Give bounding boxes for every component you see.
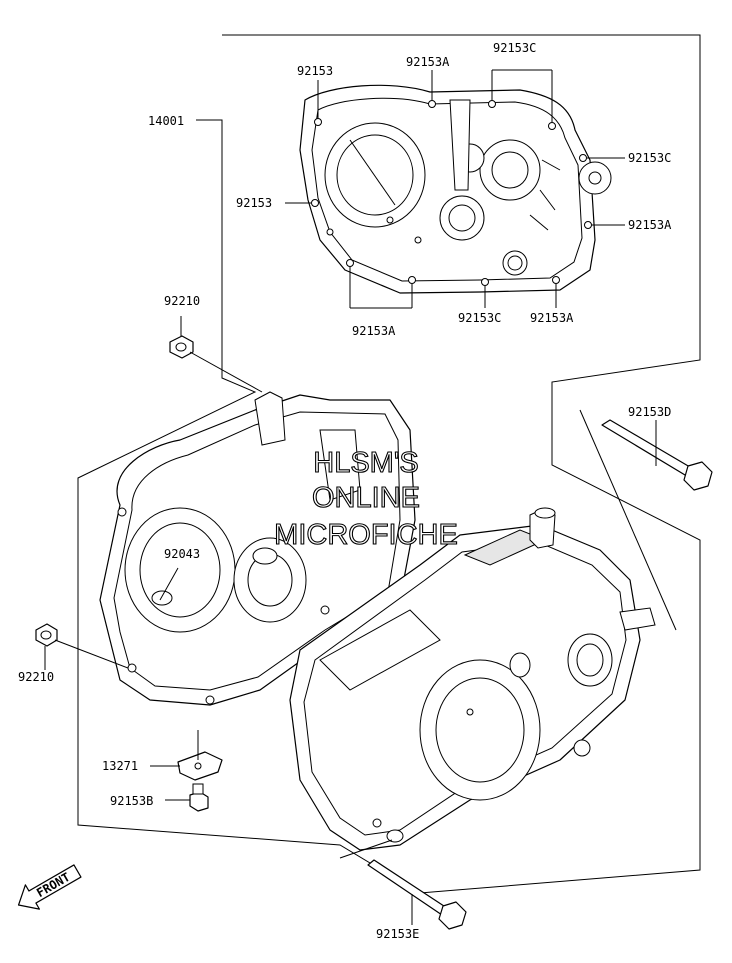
front-arrow-icon <box>17 864 82 910</box>
bolt-92153b <box>189 791 209 812</box>
front-arrow: FRONT <box>17 864 82 910</box>
label-92153-top: 92153 <box>297 64 333 78</box>
label-13271: 13271 <box>102 759 138 773</box>
label-92153c-bottom: 92153C <box>458 311 501 325</box>
upper-leaders <box>285 69 625 309</box>
label-92210-upper: 92210 <box>164 294 200 308</box>
label-92153a-bottom-right: 92153A <box>530 311 574 325</box>
label-92043: 92043 <box>164 547 200 561</box>
label-92153b: 92153B <box>110 794 153 808</box>
crankcase-right-half <box>289 507 656 851</box>
label-92153a-top: 92153A <box>406 55 450 69</box>
label-92153e: 92153E <box>376 927 419 941</box>
label-92153c-top: 92153C <box>493 41 536 55</box>
label-92153c-right: 92153C <box>628 151 671 165</box>
part-labels: 14001 92153 92153A 92153C 92153C 92153 9… <box>18 41 672 941</box>
lower-leaders <box>44 316 677 925</box>
label-92153a-right: 92153A <box>628 218 672 232</box>
bolt-92153d <box>601 419 696 479</box>
watermark-line3: MICROFICHE <box>274 519 458 551</box>
bolt-92153e <box>367 859 451 918</box>
label-92153-left: 92153 <box>236 196 272 210</box>
watermark: HLSM'S ONLINE MICROFICHE <box>274 446 459 551</box>
front-arrow-text: FRONT <box>34 870 72 900</box>
watermark-line1: HLSM'S <box>313 447 418 479</box>
crankcase-inner-face <box>299 84 612 294</box>
label-92210-lower: 92210 <box>18 670 54 684</box>
watermark-line2: ONLINE <box>312 482 420 514</box>
label-92153d: 92153D <box>628 405 671 419</box>
small-parts <box>35 335 713 930</box>
label-92153a-bottom-left: 92153A <box>352 324 396 338</box>
label-14001: 14001 <box>148 114 184 128</box>
